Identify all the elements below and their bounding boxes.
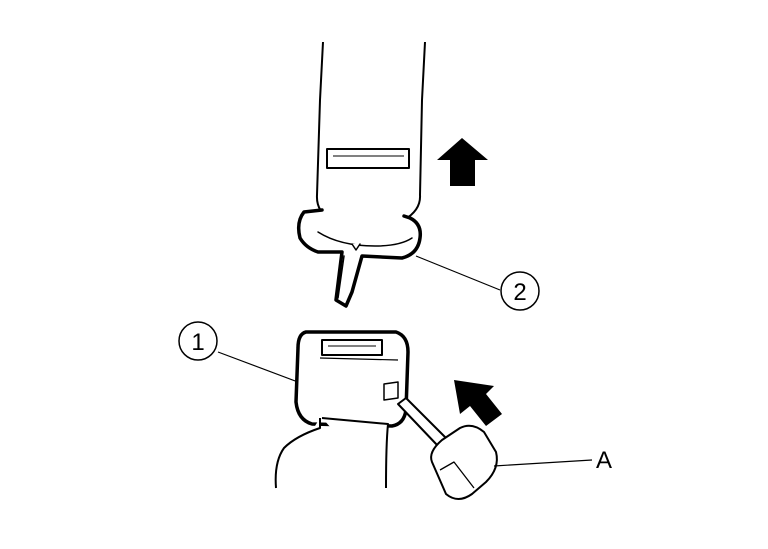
leader-line-a bbox=[493, 459, 593, 467]
callout-part-2-label: 2 bbox=[513, 279, 526, 306]
tool-handle bbox=[430, 424, 498, 500]
callout-part-2: 2 bbox=[500, 271, 540, 311]
tool-shaft bbox=[397, 397, 447, 447]
label-a: A bbox=[596, 447, 612, 474]
buckle-release-slot bbox=[321, 339, 383, 356]
tool-a bbox=[397, 397, 498, 500]
leader-line-part-1 bbox=[217, 351, 299, 383]
upper-belt-label-slot bbox=[326, 148, 410, 169]
up-arrow-icon bbox=[437, 138, 488, 186]
lower-belt-webbing bbox=[274, 417, 389, 489]
leader-line-part-2 bbox=[415, 255, 501, 291]
diagonal-arrow-icon bbox=[454, 380, 502, 426]
callout-part-1-label: 1 bbox=[191, 329, 204, 356]
callout-part-1: 1 bbox=[178, 321, 218, 361]
upper-belt-webbing bbox=[315, 41, 426, 221]
buckle-tab bbox=[383, 381, 399, 401]
buckle-body bbox=[294, 330, 410, 428]
tongue-plate bbox=[296, 208, 423, 308]
